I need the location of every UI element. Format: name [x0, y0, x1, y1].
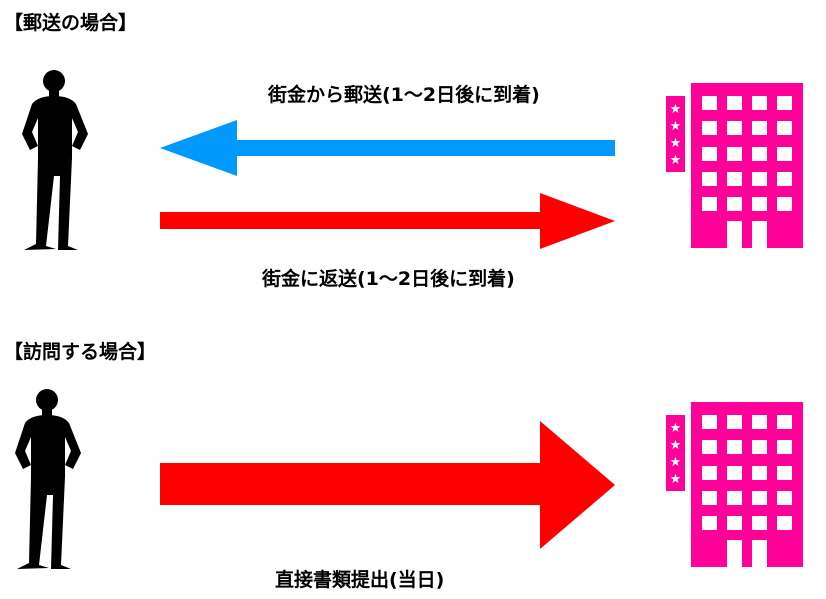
arrow-label-from-lender: 街金から郵送(1〜2日後に到着) — [268, 84, 540, 106]
arrow-label-direct-submit: 直接書類提出(当日) — [275, 569, 445, 591]
arrow-from-lender — [160, 120, 615, 176]
arrow-return — [160, 193, 615, 249]
arrow-label-return: 街金に返送(1〜2日後に到着) — [262, 268, 515, 290]
section-title-mail: 【郵送の場合】 — [4, 12, 138, 34]
person-silhouette-icon — [15, 389, 81, 569]
hotel-building-icon — [666, 402, 803, 567]
arrow-direct-submit — [160, 421, 615, 549]
person-silhouette-icon — [22, 70, 88, 250]
section-title-visit: 【訪問する場合】 — [4, 341, 157, 363]
hotel-building-icon — [666, 83, 803, 248]
